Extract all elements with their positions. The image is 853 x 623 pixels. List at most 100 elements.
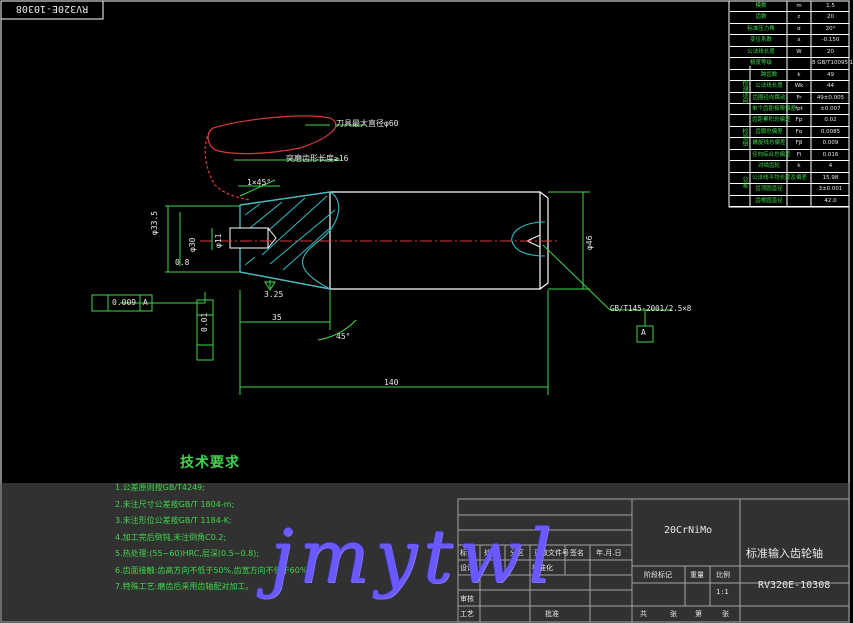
role-process: 工艺 — [460, 610, 474, 618]
param-symbol: Wk — [794, 83, 804, 90]
param-name: 公法线长度 — [755, 83, 783, 90]
label-datum-box: A — [641, 328, 646, 337]
param-symbol: Fp — [795, 117, 803, 124]
surface-roughness-symbol — [264, 281, 276, 291]
param-symbol: fpt — [795, 106, 803, 112]
param-row: 径向综合总偏差 Fi 0.016 — [730, 150, 849, 162]
param-row: 变位系数 x -0.150 — [730, 35, 849, 47]
param-row: 齿根圆直径 42.0 — [730, 196, 849, 207]
param-value: 0.02 — [824, 117, 837, 124]
header-zone: 分区 — [510, 549, 524, 557]
param-row: 对啮齿轮 k 4 — [730, 161, 849, 173]
param-symbol: Fr — [796, 94, 802, 101]
label-relief-length: 突磨齿形长度≥16 — [286, 154, 349, 163]
label-runout-datum: A — [143, 298, 148, 307]
cutter-profile — [204, 115, 337, 201]
param-symbol: x — [797, 37, 801, 44]
param-name: 模数 — [755, 3, 767, 9]
param-name: 跨齿数 — [760, 71, 778, 78]
scale-value: 1:1 — [716, 588, 729, 596]
tech-req-item: 7.特殊工艺:磨齿后采用齿轴配对加工。 — [115, 582, 254, 591]
lower-overlay-band — [0, 483, 850, 623]
side-label-1: 检测项目 — [741, 80, 748, 104]
param-symbol: W — [796, 48, 802, 55]
part-name: 标准输入齿轮轴 — [746, 547, 823, 560]
param-row: 齿距累积总偏差 Fp 0.02 — [730, 115, 849, 127]
param-value: 0.0085 — [820, 128, 841, 135]
param-name: 径向综合总偏差 — [752, 151, 791, 158]
param-symbol: k — [797, 163, 801, 170]
label-roughness: 3.25 — [264, 290, 284, 299]
label-dia-46: φ46 — [585, 235, 594, 250]
tech-req-item: 3.未注形位公差按GB/T 1184-K; — [115, 516, 232, 525]
label-runout-2: 0.01 — [200, 312, 209, 332]
param-row: 齿顶圆直径 3±0.001 — [730, 184, 849, 196]
param-value: 49±0.005 — [816, 94, 845, 101]
param-value: 3±0.001 — [818, 186, 843, 193]
param-symbol: m — [796, 3, 802, 9]
param-name: 对啮齿轮 — [757, 163, 780, 170]
sheet-unit-1: 张 — [670, 610, 677, 618]
tech-req-list: 1.公差原则按GB/T4249; 2.未注尺寸公差按GB/T 1804-m; 3… — [115, 480, 307, 596]
label-angle-45: 45° — [336, 332, 351, 341]
drawing-number: RV320E-10308 — [758, 580, 831, 591]
param-symbol: Fi — [796, 151, 802, 158]
param-value: 4 — [828, 163, 833, 170]
param-value: 0.016 — [822, 151, 839, 158]
label-len-140: 140 — [384, 378, 399, 387]
datum-box — [636, 325, 654, 343]
weight-label: 重量 — [690, 571, 704, 579]
param-value: 15.98 — [822, 174, 839, 181]
role-standard: 标准化 — [532, 564, 553, 572]
param-value: 49 — [827, 71, 834, 78]
header-count: 处数 — [484, 549, 498, 557]
param-value: -0.150 — [821, 37, 840, 44]
param-name: 齿数 — [755, 14, 767, 21]
sheet-unit-2: 张 — [722, 610, 729, 618]
header-sign: 签名 — [570, 549, 584, 557]
runout-frame-2 — [196, 299, 214, 361]
param-name: 公法线长度 — [747, 48, 775, 55]
param-name: 齿顶圆直径 — [755, 186, 783, 193]
label-dim-08: 0.8 — [175, 258, 190, 267]
label-cutter-dia: 刀具最大直径φ60 — [336, 119, 399, 128]
header-date: 年.月.日 — [596, 549, 622, 557]
param-symbol: α — [797, 25, 801, 32]
tech-req-item: 4.加工完后倒钝,未注倒角C0.2; — [115, 532, 227, 542]
tech-req-title: 技术要求 — [180, 455, 240, 471]
param-name: 单个齿距极限偏差 — [752, 106, 797, 112]
rotated-title: RV320E-10308 — [16, 3, 88, 14]
label-center-hole: GB/T145-2001/2.5×8 — [610, 304, 692, 313]
param-name: 标准压力角 — [747, 25, 775, 32]
tech-req-item: 5.热处理:(55~60)HRC,层深(0.5~0.8); — [115, 549, 260, 558]
gear-section-hatch — [229, 191, 340, 290]
param-value: 42.0 — [824, 197, 837, 204]
param-name: 齿距累积总偏差 — [752, 117, 791, 124]
watermark: jmytwl — [270, 514, 558, 600]
param-value: ±0.007 — [820, 106, 841, 112]
param-value: 8 GB/T10095.1 — [812, 60, 853, 67]
param-name: 变位系数 — [749, 37, 772, 44]
dimensions — [120, 124, 672, 395]
label-dia-11: φ11 — [214, 233, 223, 248]
param-symbol: Fβ — [795, 140, 803, 147]
param-symbol: z — [797, 14, 801, 21]
param-name: 齿廓总偏差 — [755, 128, 783, 135]
label-len-35: 35 — [272, 313, 282, 322]
param-name: 齿根圆直径 — [755, 197, 783, 204]
tech-req-item: 6.齿面接触:齿高方向不低于50%,齿宽方向不低于60% — [115, 565, 308, 575]
rotated-title-box — [0, 0, 104, 20]
param-row: 公法线长度 Wk 44 — [730, 81, 849, 93]
header-change-doc: 更改文件号 — [534, 549, 569, 557]
tech-req-item: 1.公差原则按GB/T4249; — [115, 483, 205, 492]
param-value: 44 — [827, 83, 834, 90]
